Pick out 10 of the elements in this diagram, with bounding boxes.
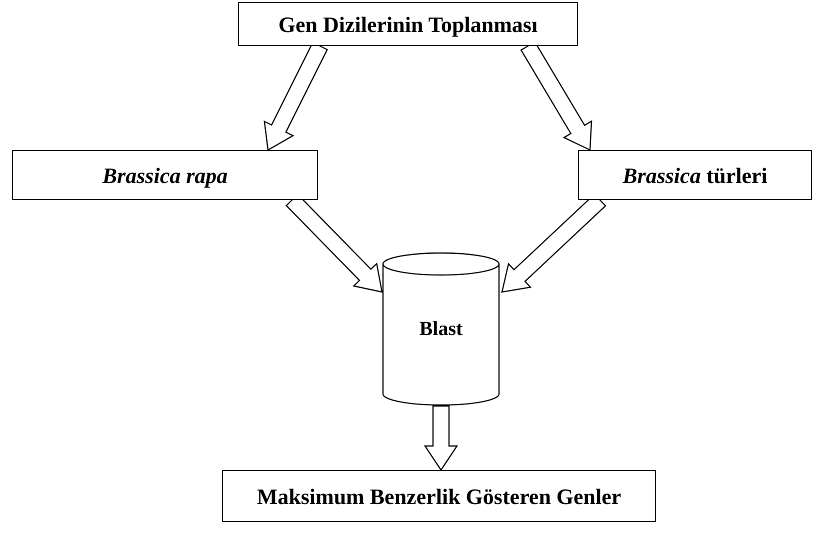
process-box bbox=[222, 470, 656, 522]
node-label: Maksimum Benzerlik Gösteren Genler bbox=[256, 482, 622, 510]
node-label: Brassica rapa bbox=[102, 162, 228, 190]
process-box bbox=[238, 2, 578, 46]
node-label: Blast bbox=[419, 317, 463, 342]
node-label: Gen Dizilerinin Toplanması bbox=[278, 10, 538, 39]
process-box bbox=[578, 150, 812, 200]
process-box bbox=[12, 150, 318, 200]
block-arrow bbox=[424, 405, 458, 472]
node-label: Brassica türleri bbox=[622, 162, 768, 190]
